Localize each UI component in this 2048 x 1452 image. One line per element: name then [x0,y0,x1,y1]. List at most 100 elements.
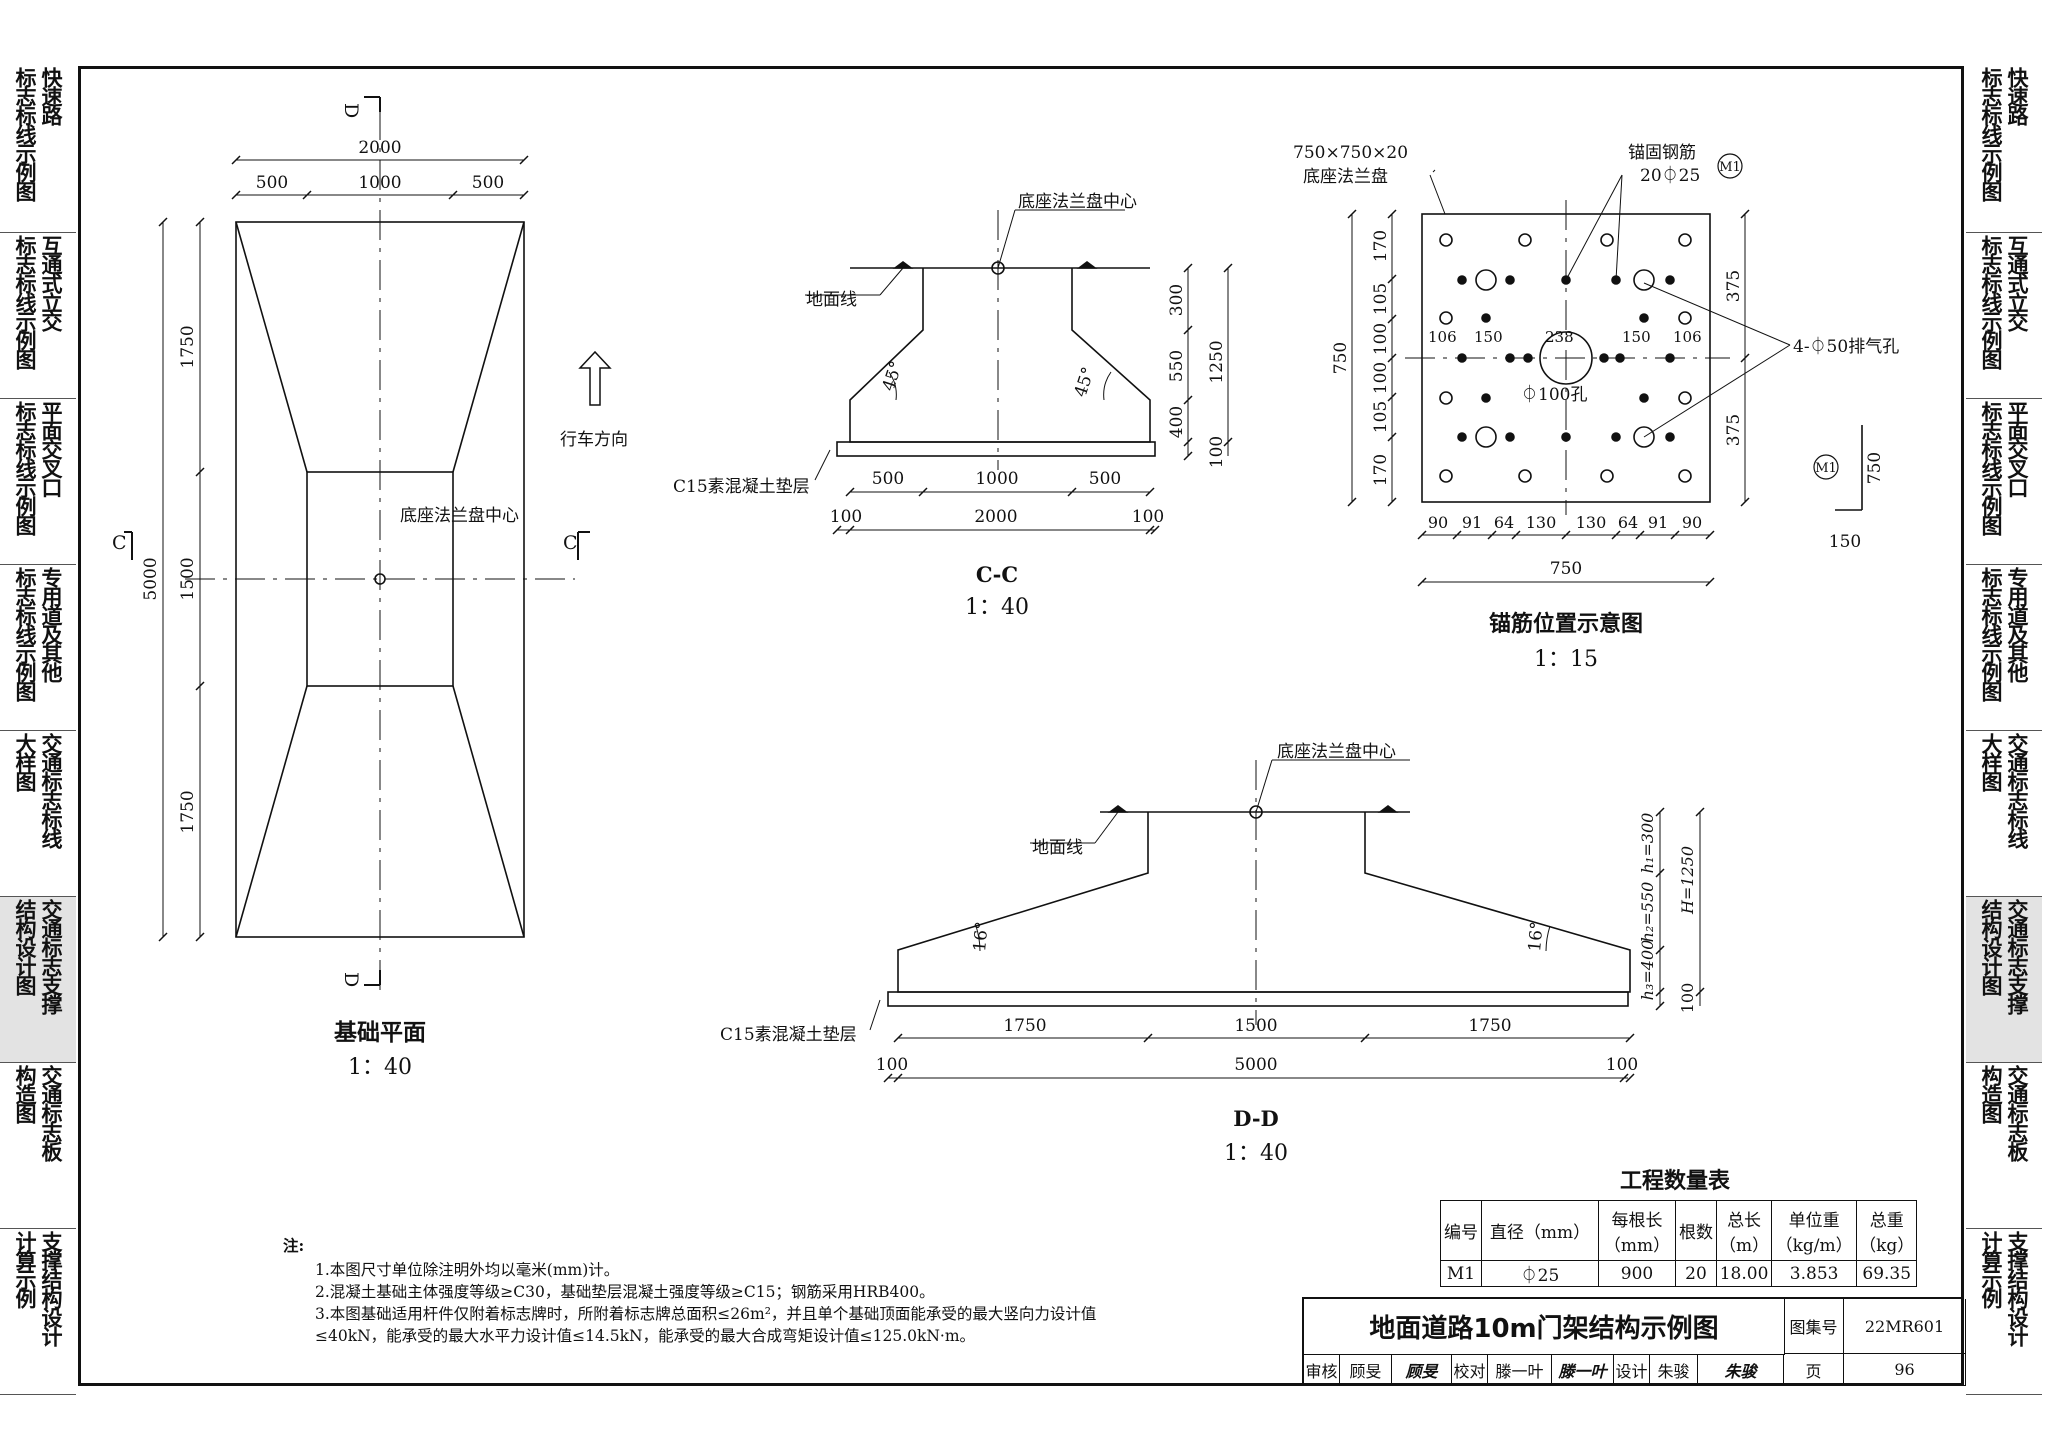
left-side-index: 标志标线示例图快速路标志标线示例图互通式立交标志标线示例图平面交叉口标志标线示例… [0,65,76,1395]
dd-angle-left: 16° [970,921,993,953]
side-tab-3[interactable]: 标志标线示例图专用道及其他 [1966,565,2042,731]
side-tab-label: 结构设计图 [13,899,37,994]
foundation-plan [124,96,612,990]
dd-base-dim: 100 [1678,983,1697,1014]
side-tab-5[interactable]: 结构设计图交通标志支撑 [0,897,76,1063]
side-tab-label: 支撑结构设计 [2005,1231,2029,1345]
anchor-dim-bottom: 64 [1494,513,1514,532]
cc-dim-b3: 500 [1089,469,1121,489]
bolt-hole [1518,469,1532,483]
side-tab-label: 计算示例 [1979,1231,2003,1307]
anchor-dim-150b: 150 [1622,328,1651,346]
plan-section-c-left: C [112,532,127,554]
anchor-rebar [1505,353,1515,363]
cc-dim-r4: 100 [1207,436,1227,468]
side-tab-6[interactable]: 构造图交通标志板 [0,1063,76,1229]
side-tab-4[interactable]: 大样图交通标志标线 [0,731,76,897]
dd-H: H=1250 [1678,846,1697,915]
anchor-rebar [1505,432,1515,442]
note-1: 1.本图尺寸单位除注明外均以毫米(mm)计。 [315,1261,620,1279]
cc-dim-total: 1250 [1207,340,1227,383]
plan-dim-3: 500 [472,173,504,193]
side-tab-0[interactable]: 标志标线示例图快速路 [1966,65,2042,233]
anchor-dim-l5: 105 [1371,401,1391,433]
bolt-hole [1439,311,1453,325]
anchor-dim-106a: 106 [1428,328,1457,346]
qt-header: 单位重（kg/m） [1771,1200,1858,1261]
side-tab-0[interactable]: 标志标线示例图快速路 [0,65,76,233]
bolt-hole [1678,311,1692,325]
side-tab-label: 交通标志支撑 [2005,899,2029,1013]
qt-header: 总长（m） [1715,1200,1773,1261]
side-tab-label: 支撑结构设计 [39,1231,63,1345]
bolt-hole [1518,233,1532,247]
anchor-rebar [1615,353,1625,363]
page-label: 页 [1784,1354,1844,1386]
anchor-dim-106b: 106 [1673,328,1702,346]
side-tab-2[interactable]: 标志标线示例图平面交叉口 [0,399,76,565]
designer: 朱骏 [1650,1354,1698,1386]
bolt-hole [1678,391,1692,405]
side-tab-5[interactable]: 结构设计图交通标志支撑 [1966,897,2042,1063]
anchor-rebar [1639,313,1649,323]
plan-section-c-right: C [563,532,578,554]
checker-signature: 滕一叶 [1552,1354,1614,1386]
anchor-dim-bottom: 91 [1462,513,1482,532]
qt-cell: 69.35 [1856,1260,1918,1287]
plan-dim-left-total: 5000 [141,557,161,600]
vent-hole [1633,269,1655,291]
side-tab-label: 互通式立交 [2005,235,2029,330]
anchor-vent-label: 4-⏀50排气孔 [1793,336,1899,357]
notes-title: 注: [283,1236,305,1255]
table-row: M1 ⏀25 900 20 18.00 3.853 69.35 [1440,1260,1918,1287]
side-tab-label: 标志标线示例图 [1979,567,2003,700]
anchor-dim-l3: 100 [1371,323,1391,355]
dd-dim-c2: 5000 [1234,1055,1277,1075]
anchor-m1-mark: M1 [1719,160,1741,175]
section-cc [805,209,1233,535]
anchor-dim-l1: 170 [1371,230,1391,262]
anchor-rebar [1505,275,1515,285]
bolt-hole [1439,391,1453,405]
anchor-scale: 1：15 [1534,647,1598,672]
cc-dim-r2: 550 [1167,350,1187,382]
qt-header: 编号 [1440,1200,1482,1261]
side-tab-7[interactable]: 计算示例支撑结构设计 [0,1229,76,1395]
anchor-flange-label: 底座法兰盘 [1303,167,1388,187]
side-tab-1[interactable]: 标志标线示例图互通式立交 [1966,233,2042,399]
side-tab-2[interactable]: 标志标线示例图平面交叉口 [1966,399,2042,565]
side-tab-label: 交通标志支撑 [39,899,63,1013]
qt-header: 直径（mm） [1481,1200,1599,1261]
anchor-dim-l4: 100 [1371,362,1391,394]
plan-dim-1: 500 [256,173,288,193]
designer-signature: 朱骏 [1698,1354,1784,1386]
qt-cell: 20 [1675,1260,1717,1287]
cc-dim-r1: 300 [1167,284,1187,316]
anchor-rebar [1457,432,1467,442]
dd-dim-b1: 1750 [1003,1016,1046,1036]
qt-cell: ⏀25 [1481,1260,1599,1287]
side-tab-label: 快速路 [2005,67,2029,124]
side-tab-1[interactable]: 标志标线示例图互通式立交 [0,233,76,399]
side-tab-3[interactable]: 标志标线示例图专用道及其他 [0,565,76,731]
anchor-rebar-spec: 20⏀25 [1640,165,1700,186]
side-tab-label: 标志标线示例图 [13,567,37,700]
note-2: 2.混凝土基础主体强度等级≥C30，基础垫层混凝土强度等级≥C15；钢筋采用HR… [315,1283,935,1301]
dd-dim-b3: 1750 [1468,1016,1511,1036]
m1-detail-v: 750 [1865,452,1885,484]
anchor-dim-bottom: 130 [1576,513,1607,532]
quantity-table: 编号 直径（mm） 每根长（mm） 根数 总长（m） 单位重（kg/m） 总重（… [1440,1200,1918,1287]
qt-header: 每根长（mm） [1598,1200,1676,1261]
note-3: 3.本图基础适用杆件仅附着标志牌时，所附着标志牌总面积≤26m²，并且单个基础顶… [315,1305,1097,1345]
vent-hole [1475,426,1497,448]
side-tab-7[interactable]: 计算示例支撑结构设计 [1966,1229,2042,1395]
cc-dim-b1: 500 [872,469,904,489]
side-tab-6[interactable]: 构造图交通标志板 [1966,1063,2042,1229]
side-tab-4[interactable]: 大样图交通标志标线 [1966,731,2042,897]
vent-hole [1633,426,1655,448]
dd-center-label: 底座法兰盘中心 [1277,742,1396,762]
side-tab-label: 计算示例 [13,1231,37,1307]
m1-detail-h: 150 [1829,532,1861,552]
qt-cell: 900 [1598,1260,1676,1287]
